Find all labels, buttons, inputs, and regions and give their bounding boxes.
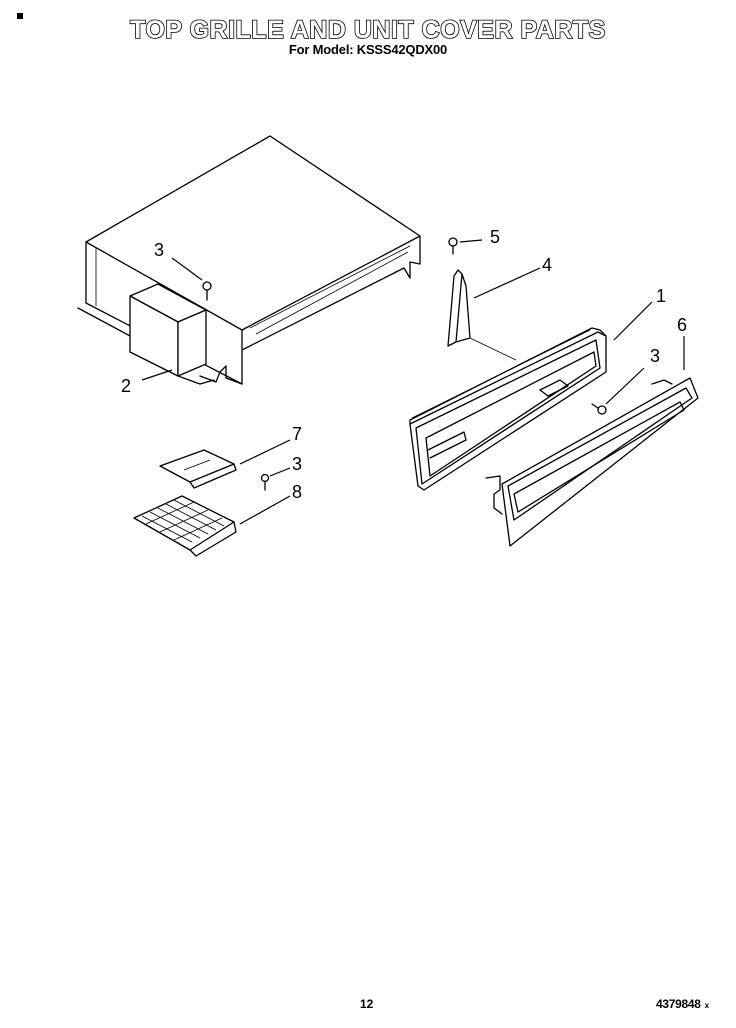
callout-3-grille-screw: 3 (292, 454, 302, 474)
callout-3-trim-screw: 3 (650, 346, 660, 366)
part-2-box (129, 283, 215, 385)
callout-6: 6 (677, 315, 687, 335)
part-4-bracket (447, 269, 517, 361)
part-3-screw-cover (202, 281, 212, 301)
callout-3-cover-screw: 3 (154, 240, 164, 260)
page-title: TOP GRILLE AND UNIT COVER PARTS (129, 15, 606, 45)
document-number-value: 4379848 (656, 997, 701, 1011)
callout-1: 1 (656, 286, 666, 306)
unit-cover-box (77, 135, 421, 385)
part-5-screw (448, 237, 458, 255)
part-6-grille (485, 377, 699, 547)
part-7-deflector (159, 449, 237, 489)
part-1-frame (409, 327, 607, 491)
model-subtitle: For Model: KSSS42QDX00 (288, 42, 448, 57)
page-number: 12 (360, 997, 374, 1011)
callout-5: 5 (490, 227, 500, 247)
callout-4: 4 (542, 255, 552, 275)
part-3-screw-grille (260, 473, 270, 491)
corner-mark (17, 13, 23, 19)
callout-7: 7 (292, 424, 302, 444)
document-number-suffix: x (704, 1001, 709, 1010)
callout-2: 2 (121, 376, 131, 396)
callout-8: 8 (292, 482, 302, 502)
part-8-vent-grille (133, 495, 237, 557)
part-3-screw-trim (591, 403, 607, 415)
leader-lines (141, 239, 685, 525)
